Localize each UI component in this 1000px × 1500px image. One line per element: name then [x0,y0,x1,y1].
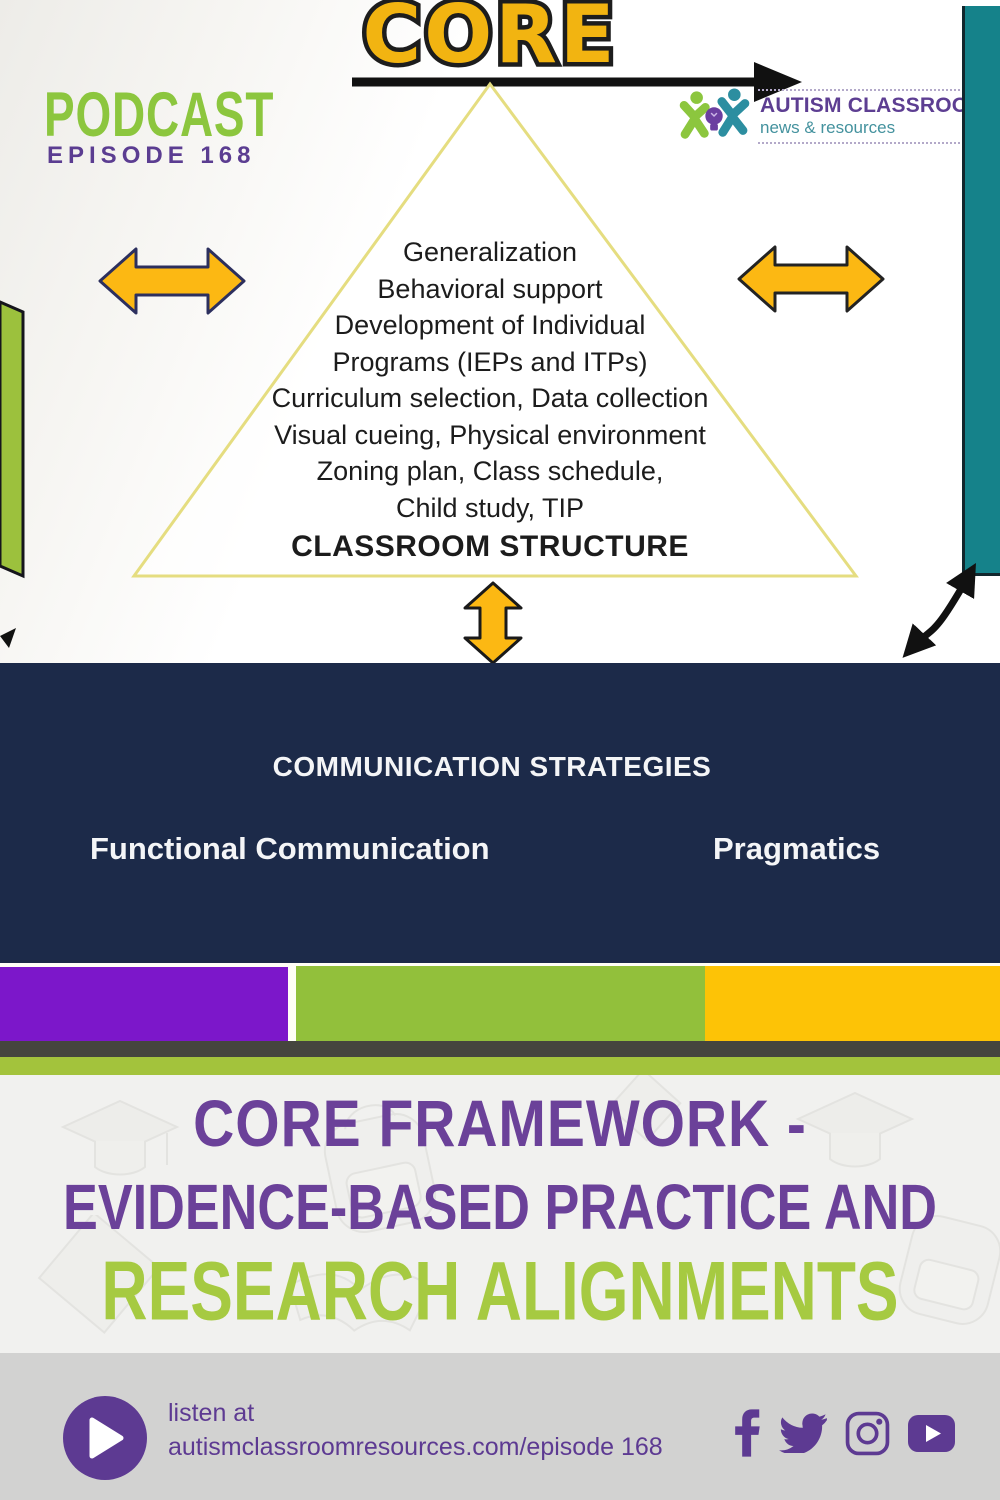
facebook-icon[interactable] [733,1408,761,1458]
green-divider [0,1057,1000,1075]
edge-arrow-fragment-icon [0,628,16,648]
headline-line-2: EVIDENCE-BASED PRACTICE AND [63,1171,937,1244]
backpack-doodle-icon [898,1215,1000,1325]
podcast-label: PODCAST [44,79,275,150]
color-bar-row [0,963,1000,1041]
pyramid-base-label: CLASSROOM STRUCTURE [291,530,689,563]
double-arrow-left-icon [98,247,246,315]
play-button[interactable] [63,1396,147,1480]
graduation-cap-doodle-icon [795,1091,915,1168]
autism-classroom-logo: AUTISM CLASSROOM news & resources [676,84,989,148]
logo-tagline: news & resources [760,117,896,137]
logo-name: AUTISM CLASSROOM [760,93,987,117]
diamond-doodle-icon [37,1215,161,1334]
pyramid-line: Behavioral support [377,273,603,304]
pyramid-line: Programs (IEPs and ITPs) [332,346,648,377]
core-title-text: CORE [363,0,618,74]
pyramid-line: Zoning plan, Class schedule, [316,456,664,486]
diamond-doodle-icon [608,1075,682,1142]
core-title: CORE [358,0,619,74]
pyramid-line: Curriculum selection, Data collection [271,383,709,413]
framework-triangle [131,81,859,578]
right-arrow-icon [352,62,802,102]
open-book-doodle-icon [288,1273,433,1332]
green-side-tab [0,300,25,579]
framework-diagram-section: PODCAST EPISODE 168 CORE [0,0,1000,665]
double-arrow-right-icon [737,245,885,313]
communication-strategies-section: COMMUNICATION STRATEGIES Functional Comm… [0,663,1000,963]
youtube-icon[interactable] [908,1414,955,1452]
social-icons [733,1408,955,1458]
play-icon [89,1417,124,1459]
charcoal-divider [0,1041,1000,1057]
episode-url-link[interactable]: autismclassroomresources.com/episode 168 [168,1433,663,1461]
pyramid-line: Generalization [402,237,578,267]
yellow-bar [705,966,1000,1041]
pragmatics-label: Pragmatics [713,831,881,866]
listen-at-label: listen at [168,1399,255,1427]
twitter-icon[interactable] [779,1413,827,1453]
episode-number-label: EPISODE 168 [47,142,256,169]
headline-line-1: CORE FRAMEWORK - [193,1086,807,1161]
functional-communication-label: Functional Communication [90,831,490,866]
pyramid-line: Visual cueing, Physical environment [274,419,706,450]
pyramid-content: Generalization Behavioral support Develo… [150,234,830,566]
squiggle-double-arrow-icon [902,562,976,658]
graduation-cap-doodle-icon [60,1099,180,1176]
logo-text: AUTISM CLASSROOM news & resources [758,88,989,144]
purple-bar [0,967,288,1041]
teal-side-tab [962,6,1000,576]
headline-line-3: RESEARCH ALIGNMENTS [101,1245,899,1338]
pyramid-line: Child study, TIP [395,492,585,523]
people-lightbulb-logo-icon [679,88,750,139]
footer: listen at autismclassroomresources.com/e… [0,1353,1000,1500]
double-arrow-vertical-icon [463,581,523,665]
green-bar [296,966,705,1041]
communication-heading: COMMUNICATION STRATEGIES [272,751,712,782]
backpack-doodle-icon [323,1104,437,1233]
episode-title-section: CORE FRAMEWORK - EVIDENCE-BASED PRACTICE… [0,1075,1000,1353]
instagram-icon[interactable] [845,1411,890,1456]
pyramid-line: Development of Individual [334,310,646,340]
